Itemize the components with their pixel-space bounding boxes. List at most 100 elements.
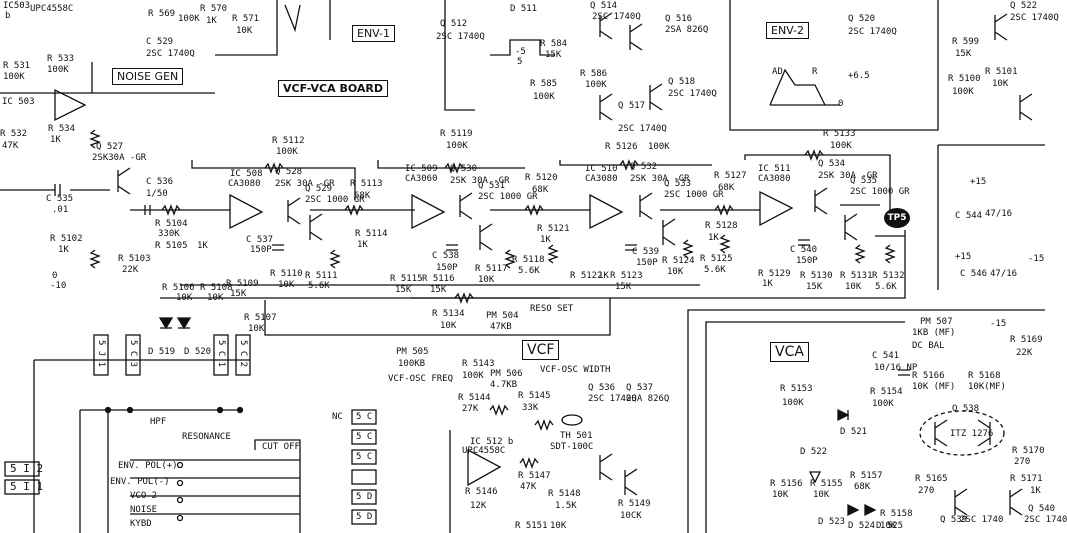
resistor-symbols — [89, 129, 896, 469]
r5170-val: 270 — [1014, 457, 1031, 467]
q516-type: 2SA 826Q — [665, 25, 709, 35]
q539-label: Q 539 — [940, 515, 968, 525]
r5147-val: 47K — [520, 482, 537, 492]
connector-5c-b: 5 C — [356, 432, 373, 442]
r5130-ref: R 5130 — [800, 271, 833, 281]
r5102-val: 1K — [58, 245, 69, 255]
r5129-val: 1K — [762, 279, 773, 289]
r5103-val: 22K — [122, 265, 139, 275]
c536-ref: C 536 — [146, 177, 174, 187]
q531-type: 2SC 1000 GR — [478, 192, 538, 202]
plus15-label: +15 — [970, 177, 987, 187]
opamp-symbols — [54, 88, 794, 487]
r5100-val: 100K — [952, 87, 974, 97]
r569-val: 100K — [178, 14, 200, 24]
r5170-ref: R 5170 — [1012, 446, 1045, 456]
vcf-label: VCF — [522, 340, 560, 360]
r5106-val: 10K — [176, 293, 193, 303]
q536-type: 2SC 1740Q — [588, 394, 637, 404]
q522-type: 2SC 1740Q — [1010, 13, 1059, 23]
q512-label: Q 512 — [440, 19, 468, 29]
pm506-val: 4.7KB — [490, 380, 518, 390]
c539-val: 150P — [636, 258, 658, 268]
r586-val: 100K — [585, 80, 607, 90]
zero-label-2: 0 — [52, 271, 58, 281]
noise-gen-label: NOISE GEN — [112, 68, 184, 85]
q537-type: 2SA 826Q — [626, 394, 670, 404]
ic510-part: CA3080 — [585, 174, 618, 184]
vcf-vca-board-label: VCF-VCA BOARD — [278, 80, 389, 97]
r5145-val: 33K — [522, 403, 539, 413]
c538-ref: C 538 — [432, 251, 460, 261]
env2-label: ENV-2 — [766, 22, 810, 39]
r5112-ref: R 5112 — [272, 136, 305, 146]
r532-ref: R 532 — [0, 129, 28, 139]
c541-val: 10/16 NP — [874, 363, 918, 373]
r5125-val: 5.6K — [704, 265, 726, 275]
r5123-val: 15K — [615, 282, 632, 292]
r5153-ref: R 5153 — [780, 384, 813, 394]
q540-label: Q 540 — [1028, 504, 1056, 514]
pm504-val: 47KB — [490, 322, 512, 332]
r533-ref: R 533 — [47, 54, 75, 64]
env-pol-pos-label: ENV. POL(+) — [118, 461, 178, 471]
r569-ref: R 569 — [148, 9, 176, 19]
r5114-ref: R 5114 — [355, 229, 388, 239]
diode-symbols — [158, 317, 877, 517]
r5121-ref: R 5121 — [537, 224, 570, 234]
capacitor-symbols — [54, 184, 910, 376]
r5118-ref: R 5118 — [512, 255, 545, 265]
r5148-ref: R 5148 — [548, 489, 581, 499]
q530-label: Q 530 — [450, 164, 478, 174]
connector-5i1: 5 I 1 — [10, 480, 44, 493]
r5116-ref: R 5116 — [422, 274, 455, 284]
q518-type: 2SC 1740Q — [668, 89, 717, 99]
r5156-ref: R 5156 — [770, 479, 803, 489]
five-label: 5 — [517, 57, 523, 67]
q534-label: Q 534 — [818, 159, 846, 169]
connector-5c-c: 5 C — [356, 452, 373, 462]
r5151-ref: R 5151 — [515, 521, 548, 531]
c546-val: 47/16 — [990, 269, 1018, 279]
r5168-ref: R 5168 — [968, 371, 1001, 381]
r5132-val: 5.6K — [875, 282, 897, 292]
c536-val: 1/50 — [146, 189, 168, 199]
r5166-val: 10K (MF) — [912, 382, 956, 392]
r531-val: 100K — [3, 72, 25, 82]
r5106-ref: R 5106 — [162, 283, 195, 293]
c544-ref: C 544 — [955, 211, 983, 221]
r599-val: 15K — [955, 49, 972, 59]
schematic-diagram — [0, 0, 1045, 533]
r5120-ref: R 5120 — [525, 173, 558, 183]
r5124-val: 10K — [667, 267, 684, 277]
d522-label: D 522 — [800, 447, 828, 457]
ic509-part: CA3060 — [405, 174, 438, 184]
r5168-val: 10K(MF) — [968, 382, 1006, 392]
q536-label: Q 536 — [588, 383, 616, 393]
r5143-ref: R 5143 — [462, 359, 495, 369]
pm507-val: 1KB (MF) — [912, 328, 956, 338]
ic512-part: UPC4558C — [462, 446, 506, 456]
env-pol-neg-label: ENV. POL(-) — [110, 477, 170, 487]
r599-ref: R 599 — [952, 37, 980, 47]
cutoff-label: CUT OFF — [262, 442, 300, 452]
q532-label: Q 532 — [630, 162, 658, 172]
kybd-label: KYBD — [130, 519, 152, 529]
plus65-label: +6.5 — [848, 71, 870, 81]
q528-label: Q 528 — [275, 167, 303, 177]
vco2-label: VCO-2 — [130, 491, 158, 501]
q535-type: 2SC 1000 GR — [850, 187, 910, 197]
q538-type: ITZ 1276 — [950, 429, 994, 439]
q518-label: Q 518 — [668, 77, 696, 87]
ic503-b: b — [5, 11, 11, 21]
ic503-lower-ref: IC 503 — [2, 97, 35, 107]
r5157-val: 68K — [854, 482, 871, 492]
c535-ref: C 535 — [46, 194, 74, 204]
q535-label: Q 535 — [850, 176, 878, 186]
q528-type: 2SK 30A -GR — [275, 179, 335, 189]
noise-label: NOISE — [130, 505, 158, 515]
r5115-val: 15K — [395, 285, 412, 295]
r5127-val: 68K — [718, 183, 735, 193]
env-ad-label: AD — [772, 67, 783, 77]
q530-type: 2SK 30A -GR — [450, 176, 510, 186]
